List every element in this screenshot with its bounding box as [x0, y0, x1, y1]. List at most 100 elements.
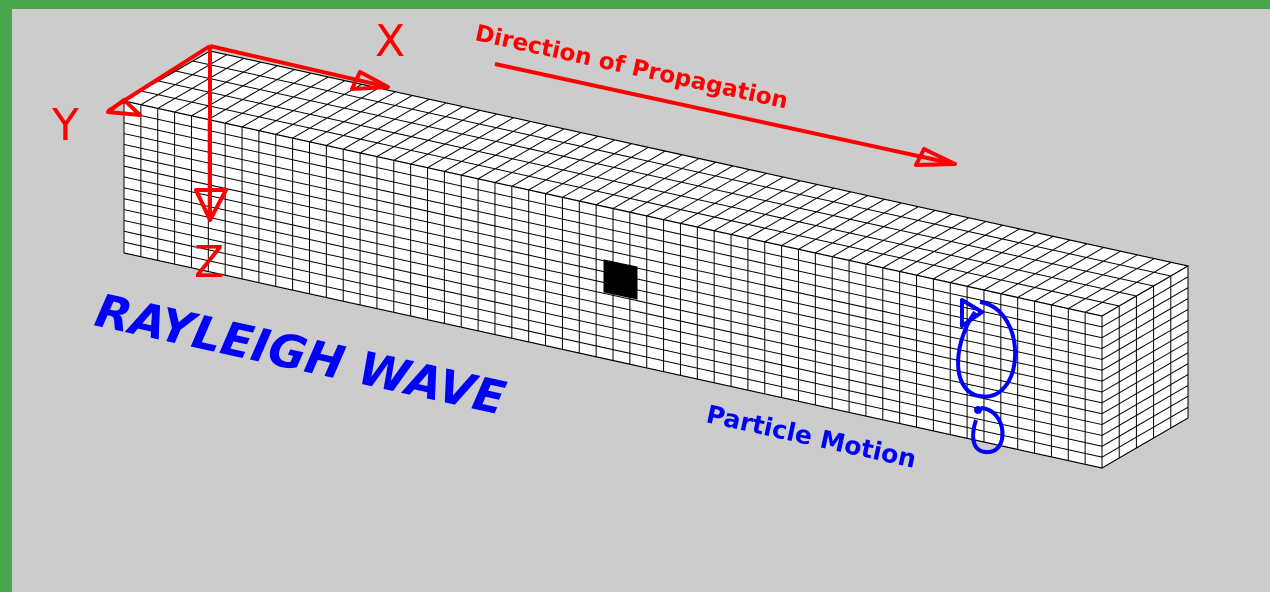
y-axis-label: Y	[51, 100, 79, 151]
top-grid-line	[444, 120, 531, 172]
top-grid-line	[393, 109, 481, 161]
front-grid-line	[123, 209, 1103, 426]
front-grid-line	[123, 133, 1103, 350]
top-grid-line	[326, 95, 413, 146]
front-grid-line	[123, 230, 1103, 447]
top-grid-line	[949, 232, 1037, 284]
end-grid-line	[1101, 319, 1189, 371]
end-grid-line	[1101, 363, 1189, 415]
top-grid-line	[123, 100, 1103, 317]
top-grid-line	[1068, 258, 1155, 310]
top-grid-line	[798, 198, 885, 250]
top-grid-line	[192, 60, 1171, 277]
top-grid-line	[140, 54, 228, 106]
top-grid-line	[460, 124, 548, 176]
top-grid-line	[848, 209, 936, 261]
block-mesh	[122, 50, 1190, 469]
particle-orbit-upper-arrowhead	[960, 298, 984, 328]
top-grid-line	[966, 235, 1054, 287]
top-grid-line	[1017, 247, 1104, 298]
top-grid-line	[174, 61, 261, 113]
front-grid-line	[123, 143, 1103, 360]
top-grid-line	[309, 91, 396, 143]
top-grid-line	[175, 70, 1154, 287]
top-grid-line	[663, 169, 750, 221]
top-grid-line	[781, 195, 868, 247]
top-grid-line	[899, 221, 986, 272]
top-grid-line	[292, 87, 379, 139]
front-grid-line	[123, 187, 1103, 404]
end-grid-line	[1101, 265, 1189, 317]
propagation-arrow-line	[494, 62, 956, 166]
top-grid-line	[815, 202, 902, 254]
top-grid-line	[697, 176, 784, 228]
top-grid-line	[224, 72, 312, 124]
top-grid-line	[1000, 243, 1088, 295]
top-grid-line	[141, 90, 1120, 307]
end-grid-line	[1101, 384, 1189, 436]
coordinate-axes: X Y Z	[51, 16, 405, 288]
y-axis-arrowhead	[106, 98, 142, 117]
top-grid-line	[241, 76, 329, 128]
end-grid-line	[1101, 341, 1189, 393]
top-grid-line	[983, 239, 1071, 291]
top-grid-line	[595, 154, 683, 206]
end-grid-line	[1101, 352, 1189, 404]
end-grid-line	[1101, 276, 1189, 328]
end-grid-line	[1101, 417, 1189, 469]
particle-orbit-upper	[956, 300, 1018, 399]
end-grid-line	[1101, 395, 1189, 447]
top-grid-line	[1084, 261, 1172, 313]
front-grid-line	[123, 198, 1103, 415]
top-grid-line	[865, 213, 953, 265]
end-grid-line	[1101, 374, 1189, 426]
top-grid-line	[157, 57, 244, 109]
front-grid-line	[123, 122, 1103, 339]
top-grid-line	[208, 69, 295, 120]
top-grid-line	[612, 158, 700, 209]
particle-orbit-lower-start	[974, 406, 982, 414]
top-grid-line	[528, 139, 615, 191]
top-grid-line	[629, 161, 717, 213]
top-grid-line	[191, 65, 278, 117]
particle-orbit-lower	[971, 406, 1005, 455]
top-grid-line	[579, 150, 666, 202]
front-grid-line	[123, 241, 1103, 458]
x-axis-arrowhead	[350, 70, 390, 91]
z-axis-label: Z	[194, 237, 224, 288]
top-grid-line	[376, 106, 464, 158]
z-axis-arrowhead	[194, 188, 228, 222]
top-grid-line	[646, 165, 733, 217]
top-grid-line	[747, 187, 835, 239]
top-grid-line	[545, 143, 632, 195]
propagation-arrowhead	[914, 147, 957, 167]
top-grid-line	[494, 132, 582, 183]
end-grid-line	[1101, 330, 1189, 382]
end-grid-line	[1101, 287, 1189, 339]
top-grid-line	[933, 228, 1020, 280]
top-grid-line	[359, 102, 447, 154]
top-grid-line	[427, 117, 514, 169]
top-grid-line	[410, 113, 497, 165]
end-grid-line	[1101, 298, 1189, 350]
top-grid-line	[730, 184, 818, 235]
top-grid-line	[1051, 254, 1138, 306]
top-grid-line	[713, 180, 801, 232]
front-grid-line	[123, 252, 1103, 469]
top-grid-line	[477, 128, 565, 180]
top-grid-line	[882, 217, 970, 269]
top-grid-line	[562, 146, 649, 198]
front-grid-line	[123, 111, 1103, 328]
top-grid-line	[511, 135, 599, 187]
top-grid-line	[158, 80, 1137, 297]
end-grid-line	[1101, 406, 1189, 458]
top-grid-line	[764, 191, 852, 243]
top-grid-line	[1034, 250, 1121, 302]
top-grid-line	[831, 206, 919, 258]
top-grid-line	[680, 172, 767, 224]
x-axis-label: X	[375, 16, 405, 67]
top-grid-line	[342, 98, 430, 150]
top-grid-line	[916, 224, 1003, 276]
top-grid-line	[258, 80, 346, 132]
front-grid-line	[123, 219, 1103, 436]
